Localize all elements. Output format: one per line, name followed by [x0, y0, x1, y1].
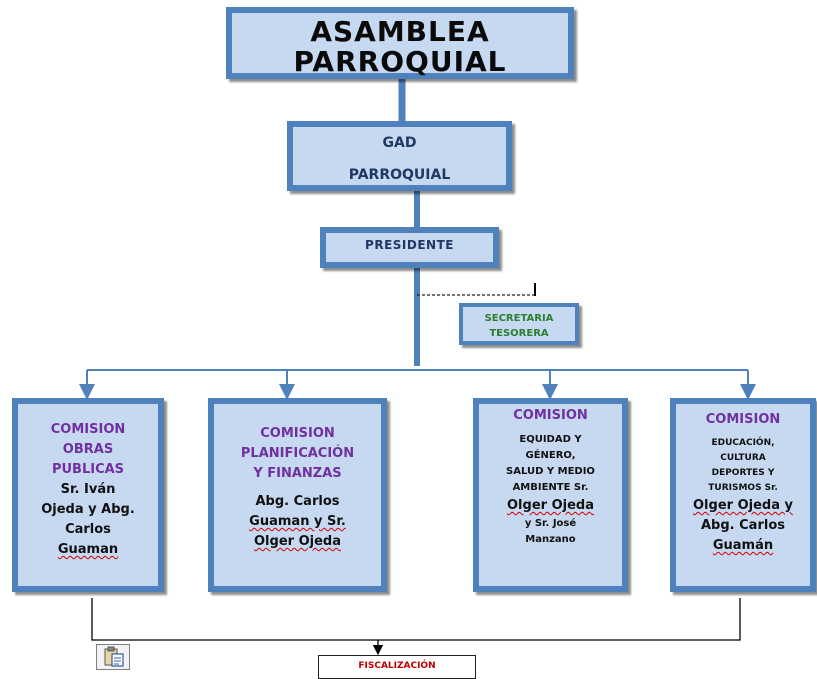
comision-member-line: GÉNERO, [525, 450, 576, 461]
comision-member-line: Sr. Iván [60, 482, 116, 497]
asamblea-line-2: PARROQUIAL [293, 45, 507, 78]
comision-member-line: Olger Ojeda y [693, 498, 793, 513]
comision-member-line: Ojeda y Abg. [41, 502, 135, 517]
clipboard-icon[interactable] [96, 644, 130, 670]
presidente-label: PRESIDENTE [365, 238, 454, 252]
comision-member-line: y Sr. José [524, 518, 577, 529]
gad-line-2: PARROQUIAL [348, 167, 451, 183]
comision-member-line: AMBIENTE Sr. [512, 482, 589, 493]
gad-line-1: GAD [382, 135, 417, 151]
gad-parroquial-box: GAD PARROQUIAL [287, 121, 512, 191]
comision-educacion-cultura-box: COMISION EDUCACIÓN, CULTURA DEPORTES Y T… [670, 398, 816, 592]
presidente-box: PRESIDENTE [320, 227, 499, 268]
comision-member-line: Guamán [712, 538, 774, 553]
comision-title-line: COMISION [705, 412, 781, 427]
comision-member-line: Carlos [65, 522, 111, 537]
connector-comision4-fiscalizacion [378, 598, 741, 641]
comision-member-line: EQUIDAD Y [519, 434, 582, 445]
asamblea-parroquial-box: ASAMBLEA PARROQUIAL [226, 7, 574, 79]
comision-member-line: TURISMOS Sr. [708, 483, 778, 493]
comision-obras-publicas-box: COMISION OBRAS PUBLICAS Sr. Iván Ojeda y… [12, 398, 164, 592]
comision-member-line: CULTURA [720, 453, 766, 463]
comision-member-line: Manzano [525, 534, 576, 545]
comision-title-line: OBRAS [62, 442, 114, 457]
fiscalizacion-label: FISCALIZACIÓN [358, 661, 436, 671]
comision-planificacion-finanzas-box: COMISION PLANIFICACIÓN Y FINANZAS Abg. C… [208, 398, 387, 592]
comision-title-line: PLANIFICACIÓN [240, 446, 355, 461]
secretaria-line-1: SECRETARIA [484, 313, 554, 324]
comision-title-line: COMISION [50, 422, 126, 437]
comision-member-line: Olger Ojeda [254, 534, 341, 549]
comision-member-line: Abg. Carlos [701, 518, 785, 533]
connector-comision1-fiscalizacion [91, 598, 378, 641]
comision-member-line: SALUD Y MEDIO [506, 466, 595, 477]
fiscalizacion-box: FISCALIZACIÓN [318, 655, 476, 679]
comision-member-line: Guaman [57, 542, 119, 557]
comision-member-line: Olger Ojeda [507, 498, 594, 513]
comision-member-line: Abg. Carlos [255, 494, 340, 509]
secretaria-tesorera-box: SECRETARIA TESORERA [459, 303, 579, 345]
comision-title-line: COMISION [513, 408, 588, 423]
comision-title-line: Y FINANZAS [253, 466, 342, 481]
comision-member-line: EDUCACIÓN, [711, 438, 775, 448]
comision-title-line: PUBLICAS [51, 462, 125, 477]
comision-member-line: DEPORTES Y [711, 468, 775, 478]
comision-member-line: Guaman y Sr. [249, 514, 346, 529]
comision-title-line: COMISION [260, 426, 335, 441]
secretaria-line-2: TESORERA [489, 328, 549, 339]
asamblea-line-1: ASAMBLEA [310, 15, 490, 48]
comision-equidad-genero-box: COMISION EQUIDAD Y GÉNERO, SALUD Y MEDIO… [473, 398, 628, 592]
